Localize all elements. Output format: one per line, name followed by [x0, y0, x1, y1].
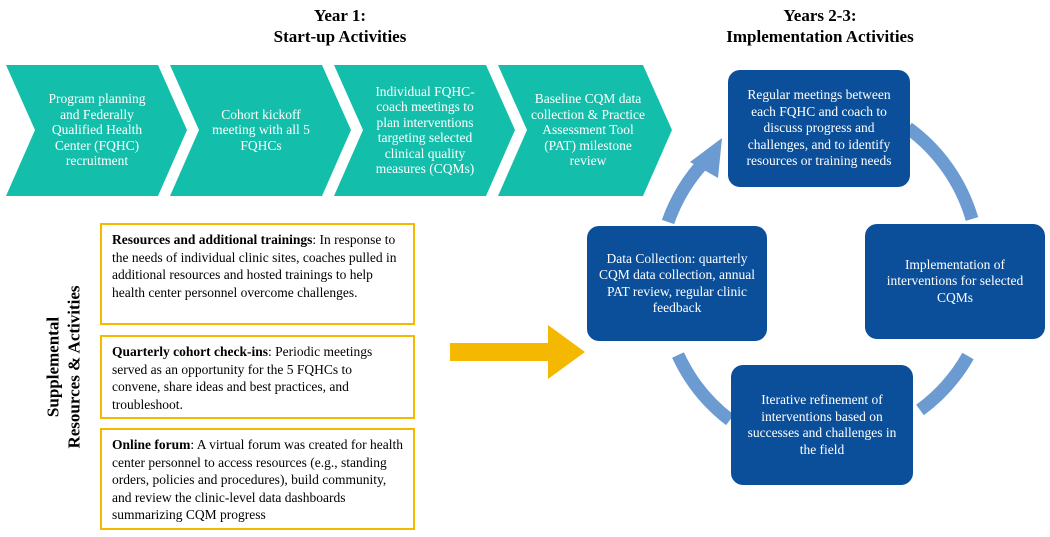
chevron-step-2-label: Cohort kickoff meeting with all 5 FQHCs [212, 106, 310, 153]
cycle-box-regular-meetings: Regular meetings between each FQHC and c… [728, 70, 910, 187]
cycle-arrow-top-right [904, 122, 979, 221]
chevron-step-4-label: Baseline CQM data collection & Practice … [531, 91, 645, 169]
chevron-step-2 [170, 65, 351, 196]
resource-box-text: : Periodic meetings served as an opportu… [112, 344, 373, 412]
big-arrow-icon [450, 325, 585, 379]
chevron-step-4 [498, 65, 672, 196]
years23-title: Years 2-3: [783, 6, 857, 25]
resource-box-title: Online forum [112, 437, 191, 452]
chevron-step-1 [6, 65, 187, 196]
year1-subtitle: Start-up Activities [273, 27, 407, 46]
year1-title: Year 1: [313, 6, 367, 25]
year1-heading: Year 1: Start-up Activities [180, 5, 500, 47]
years23-subtitle: Implementation Activities [726, 27, 914, 46]
resource-box-text: : In response to the needs of individual… [112, 232, 397, 300]
chevron-step-3 [334, 65, 515, 196]
resource-box-trainings: Resources and additional trainings: In r… [100, 223, 415, 325]
cycle-box-implementation: Implementation of interventions for sele… [865, 224, 1045, 339]
cycle-arrow-top-left [661, 155, 711, 225]
cycle-box-data-collection: Data Collection: quarterly CQM data coll… [587, 226, 767, 341]
resource-box-title: Quarterly cohort check-ins [112, 344, 268, 359]
cycle-arrowhead-top-left [690, 138, 722, 178]
resource-box-forum: Online forum: A virtual forum was create… [100, 428, 415, 530]
cycle-arrow-bottom-left [672, 352, 735, 426]
chevron-step-1-label: Program planning and Federally Qualified… [48, 91, 146, 169]
resource-box-text: : A virtual forum was created for health… [112, 437, 403, 522]
years23-heading: Years 2-3: Implementation Activities [670, 5, 970, 47]
cycle-arrow-bottom-right [916, 352, 974, 416]
resource-box-title: Resources and additional trainings [112, 232, 313, 247]
cycle-box-iterative-refinement: Iterative refinement of interventions ba… [731, 365, 913, 485]
resource-box-checkins: Quarterly cohort check-ins: Periodic mee… [100, 335, 415, 419]
chevron-step-3-label: Individual FQHC-coach meetings to plan i… [375, 83, 475, 177]
